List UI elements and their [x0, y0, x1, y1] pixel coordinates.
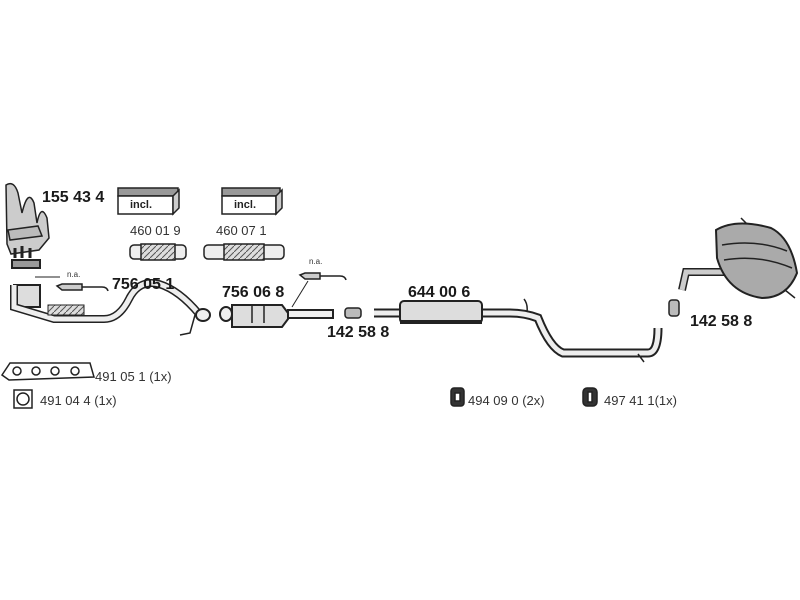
clamp-kit-box-1[interactable] [117, 187, 180, 216]
clamp-kit-1-incl-tag: incl. [130, 199, 153, 211]
clamp-kit-box-2[interactable] [221, 187, 283, 216]
oxygen-sensor-1 [35, 276, 109, 292]
clamp-rear-part-number: 142 58 8 [690, 313, 753, 330]
rear-silencer[interactable] [678, 217, 799, 300]
manifold-gasket[interactable] [0, 362, 95, 381]
rubber-mount-2-part-number: 497 41 1(1x) [604, 393, 677, 408]
sensor-2-na-note: n.a. [309, 257, 323, 266]
flange-gasket-part-number: 491 04 4 (1x) [40, 393, 117, 408]
oxygen-sensor-2 [291, 272, 347, 308]
flex-pipe-2-part-number: 460 07 1 [216, 223, 267, 238]
front-pipe-part-number: 756 05 1 [112, 276, 175, 293]
rubber-mount-2[interactable] [582, 387, 598, 407]
clamp-front-part-number: 142 58 8 [327, 324, 390, 341]
catalyst-part-number: 756 06 8 [222, 284, 285, 301]
flex-pipe-1[interactable] [129, 243, 187, 261]
flange-gasket[interactable] [13, 389, 33, 409]
clamp-kit-2-incl-tag: incl. [234, 199, 257, 211]
exhaust-manifold[interactable] [5, 182, 50, 255]
middle-silencer-part-number: 644 00 6 [408, 284, 471, 301]
flex-pipe-2[interactable] [203, 243, 285, 261]
rubber-mount-1[interactable] [450, 387, 465, 407]
catalytic-converter[interactable] [219, 304, 334, 328]
pipe-clamp-rear[interactable] [668, 299, 680, 317]
pipe-clamp-front[interactable] [344, 307, 362, 319]
flex-pipe-1-part-number: 460 01 9 [130, 223, 181, 238]
manifold-gasket-part-number: 491 05 1 (1x) [95, 369, 172, 384]
rubber-mount-1-part-number: 494 09 0 (2x) [468, 393, 545, 408]
front-pipe[interactable] [10, 246, 211, 336]
sensor-1-na-note: n.a. [67, 270, 81, 279]
middle-silencer-pipe[interactable] [374, 298, 663, 363]
manifold-part-number: 155 43 4 [42, 189, 105, 206]
